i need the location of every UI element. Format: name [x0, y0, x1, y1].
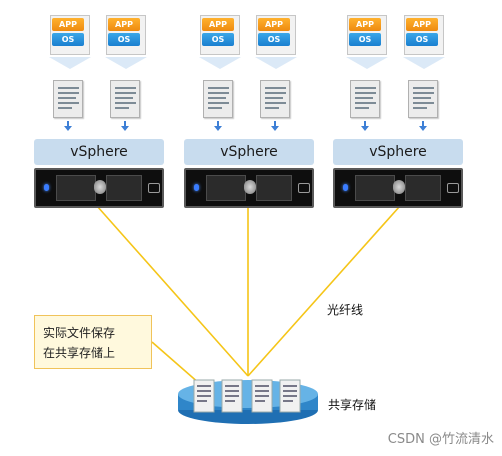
vsphere-band: vSphere — [34, 139, 164, 165]
vm-file-icon — [110, 80, 140, 118]
vm-card: APP OS — [254, 13, 298, 57]
drive-knob-icon — [94, 180, 106, 194]
vsphere-band: vSphere — [184, 139, 314, 165]
funnel-arrow — [403, 57, 445, 69]
down-arrow-icon — [64, 121, 72, 131]
funnel-arrow — [105, 57, 147, 69]
app-label: APP — [406, 18, 438, 31]
os-label: OS — [406, 33, 438, 46]
down-arrow-icon — [214, 121, 222, 131]
vm-file-icon — [203, 80, 233, 118]
funnel-arrow — [255, 57, 297, 69]
down-arrow-icon — [121, 121, 129, 131]
funnel-arrow — [346, 57, 388, 69]
drive-knob-icon — [393, 180, 405, 194]
port-icon — [447, 183, 459, 193]
os-label: OS — [202, 33, 234, 46]
funnel-arrow — [199, 57, 241, 69]
vm-card: APP OS — [104, 13, 148, 57]
funnel-arrow — [49, 57, 91, 69]
shared-storage-icon — [178, 379, 318, 424]
storage-label: 共享存储 — [328, 398, 377, 412]
down-arrow-icon — [419, 121, 427, 131]
app-label: APP — [258, 18, 290, 31]
fiber-line-right — [247, 205, 401, 377]
note-line-1: 实际文件保存 — [43, 326, 116, 340]
vm-file-icon — [408, 80, 438, 118]
vm-card: APP OS — [402, 13, 446, 57]
watermark: CSDN @竹流清水 — [387, 432, 494, 447]
vm-file-icon — [350, 80, 380, 118]
power-led-icon — [194, 184, 199, 191]
app-label: APP — [349, 18, 381, 31]
vm-card: APP OS — [48, 13, 92, 57]
port-icon — [148, 183, 160, 193]
fiber-label: 光纤线 — [327, 303, 364, 317]
os-label: OS — [108, 33, 140, 46]
os-label: OS — [52, 33, 84, 46]
server-host — [184, 168, 314, 208]
app-label: APP — [202, 18, 234, 31]
vm-card: APP OS — [198, 13, 242, 57]
vsphere-band: vSphere — [333, 139, 463, 165]
app-label: APP — [108, 18, 140, 31]
vm-file-icon — [53, 80, 83, 118]
down-arrow-icon — [271, 121, 279, 131]
fiber-line-left — [96, 205, 249, 377]
os-label: OS — [258, 33, 290, 46]
vm-file-icon — [260, 80, 290, 118]
port-icon — [298, 183, 310, 193]
power-led-icon — [44, 184, 49, 191]
drive-knob-icon — [244, 180, 256, 194]
os-label: OS — [349, 33, 381, 46]
power-led-icon — [343, 184, 348, 191]
vm-card: APP OS — [345, 13, 389, 57]
server-host — [333, 168, 463, 208]
note-callout: 实际文件保存 在共享存储上 — [34, 315, 152, 369]
fiber-line-note — [151, 341, 201, 385]
note-line-2: 在共享存储上 — [43, 346, 116, 360]
app-label: APP — [52, 18, 84, 31]
server-host — [34, 168, 164, 208]
down-arrow-icon — [361, 121, 369, 131]
